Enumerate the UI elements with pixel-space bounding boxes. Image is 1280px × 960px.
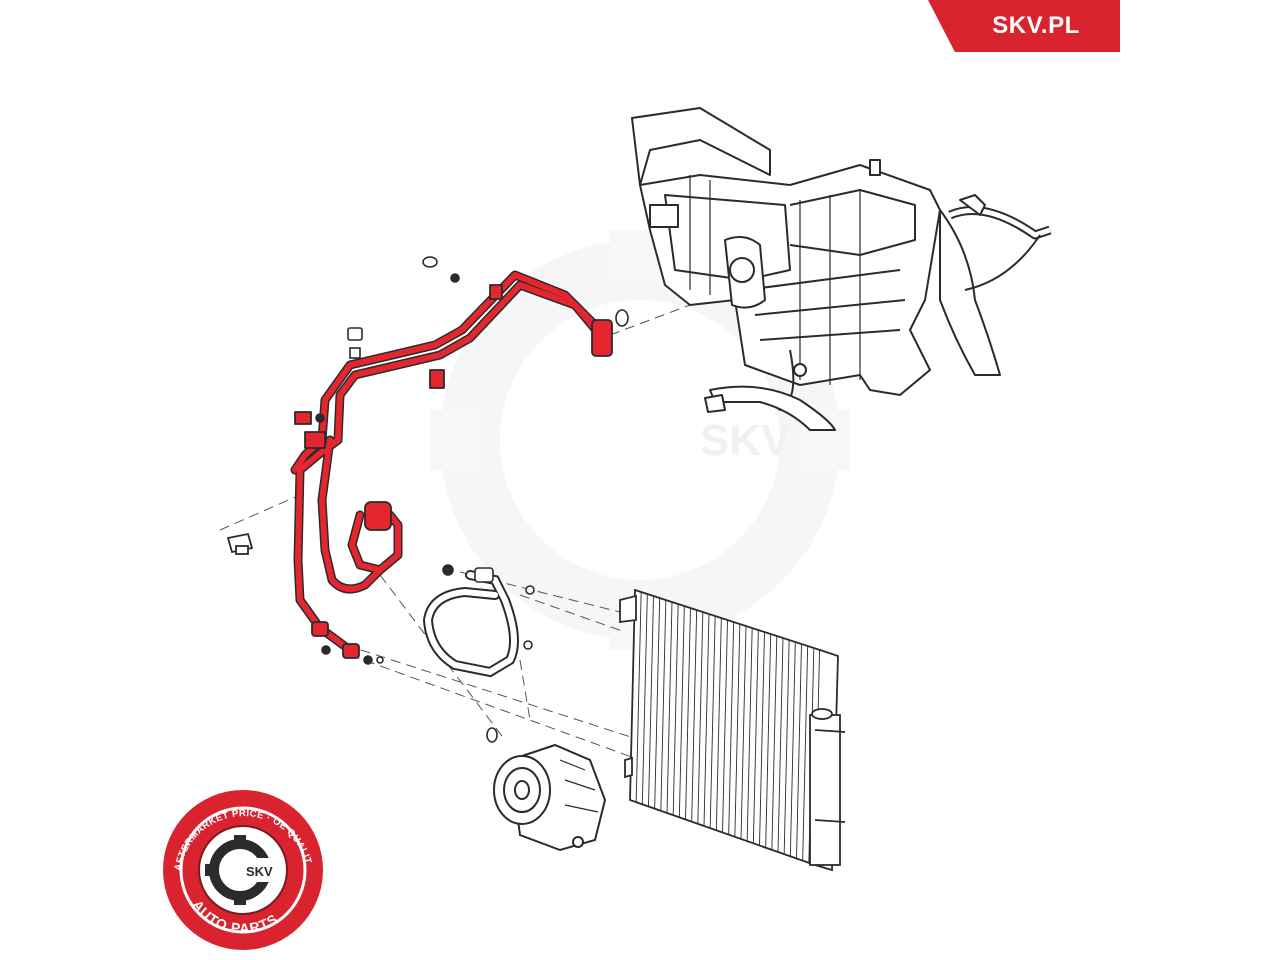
ac-hose-assembly-icon [290, 270, 613, 659]
condenser-fin [765, 633, 772, 848]
badge-arc-text: AFTERMARKET PRICE · OE QUALITY [0, 0, 314, 872]
condenser-fin [635, 591, 642, 803]
condenser-fin [734, 623, 741, 837]
badge-gear-text: SKV [246, 864, 273, 879]
condenser-fin [697, 611, 704, 824]
skv-badge: SKV AFTERMARKET PRICE · OE QUALITY AUTO … [0, 0, 326, 960]
condenser-fin [672, 603, 679, 816]
condenser-fin [703, 613, 710, 827]
condenser-fin [783, 639, 790, 855]
condenser-fin [771, 635, 778, 850]
condenser-fin [740, 625, 747, 840]
hvac-unit-icon [631, 107, 1052, 431]
condenser-fin [746, 627, 753, 842]
condenser-fin [777, 637, 784, 853]
condenser-fin [728, 621, 735, 835]
condenser-icon [619, 588, 846, 872]
compressor-icon [493, 743, 607, 852]
watermark-text: SKV [700, 416, 791, 465]
condenser-fin [722, 619, 728, 833]
condenser-fin [678, 605, 685, 818]
condenser-fin [789, 641, 796, 857]
condenser-fin [715, 617, 722, 831]
condenser-fin [752, 629, 759, 844]
condenser-fin [802, 645, 809, 861]
condenser-fin [691, 609, 698, 822]
condenser-fin [654, 597, 661, 809]
condenser-fin [641, 593, 648, 805]
condenser-fin [648, 595, 654, 807]
pressure-switch-icon [226, 532, 254, 555]
condenser-fin [660, 599, 667, 811]
condenser-fin [759, 631, 765, 846]
brand-link[interactable]: SKV.PL [928, 0, 1120, 52]
condenser-fin [685, 607, 691, 820]
connecting-pipe-icon [422, 567, 519, 678]
condenser-fin [709, 615, 716, 829]
condenser-fin [666, 601, 673, 814]
brand-label: SKV.PL [992, 12, 1080, 39]
fittings [315, 256, 629, 743]
condenser-fin [796, 643, 802, 859]
